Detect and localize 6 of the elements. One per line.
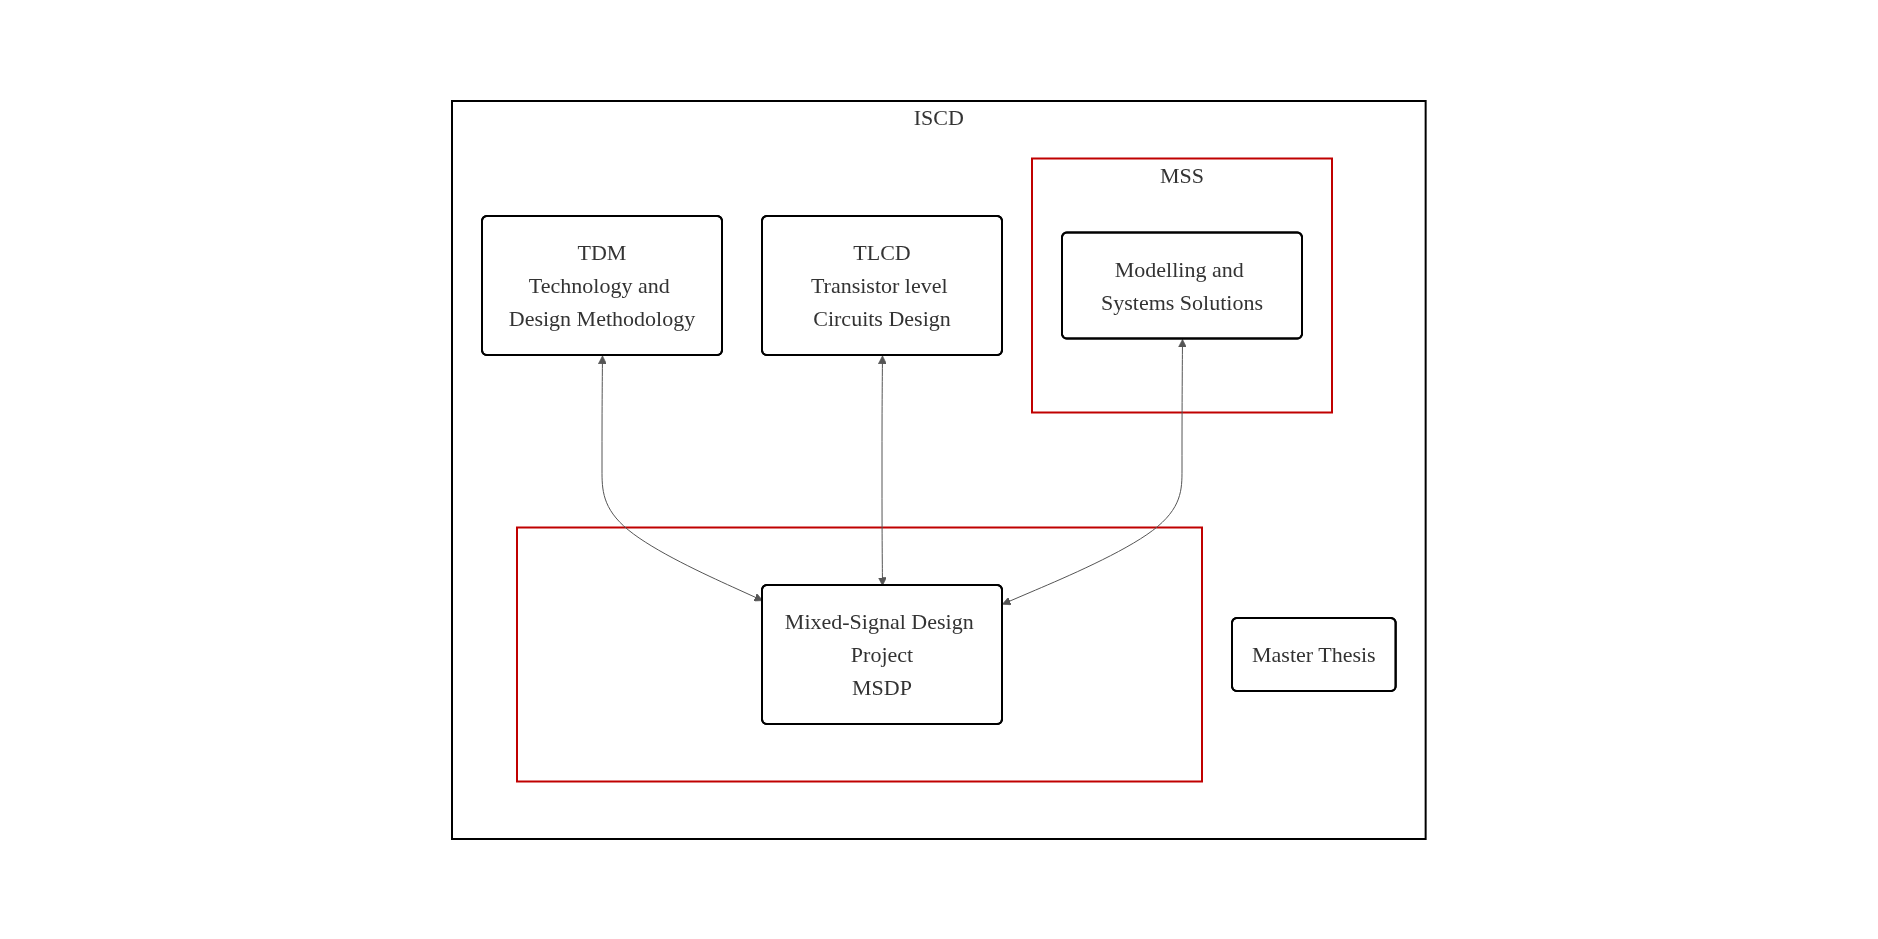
node-text: TLCD Transistor level Circuits Design [811, 239, 951, 331]
node-text: TDM Technology and Design Methodology [508, 239, 696, 331]
arrow [878, 355, 887, 586]
arrow [1002, 338, 1187, 605]
cluster [516, 526, 1204, 782]
node-text: Mixed-Signal Design Project MSDP [785, 608, 974, 700]
